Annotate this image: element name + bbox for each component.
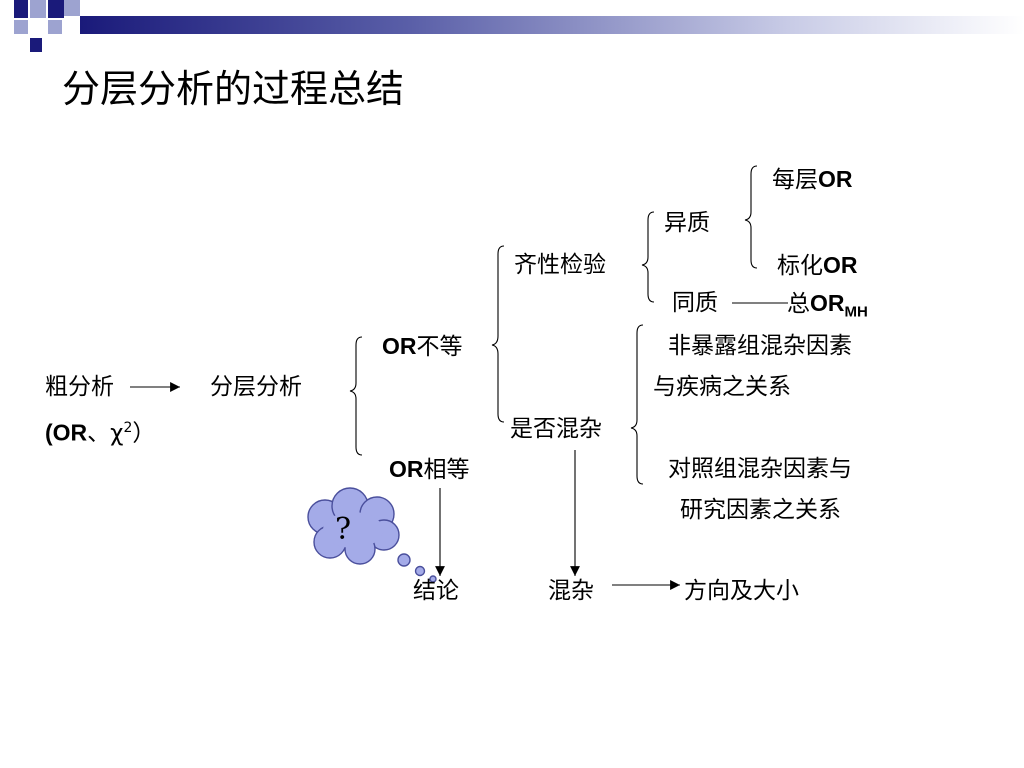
header-gradient-bar	[80, 16, 1024, 34]
thought-bubble-medium	[414, 565, 426, 577]
thought-cloud	[307, 487, 437, 583]
standardized-or-label: 标化OR	[777, 252, 858, 279]
stratified-analysis-label: 分层分析	[210, 374, 302, 400]
corner-square-light-4	[48, 20, 62, 34]
corner-square-dark-3	[30, 38, 42, 52]
confounding-label: 混杂	[548, 578, 594, 604]
each-stratum-or-label: 每层OR	[772, 166, 853, 193]
total-or-mh-label: 总ORMH	[787, 290, 868, 321]
conclusion-label: 结论	[413, 578, 459, 604]
homogeneity-test-label: 齐性检验	[514, 252, 606, 278]
corner-square-light-2	[64, 0, 80, 16]
confounding-check-label: 是否混杂	[510, 416, 602, 442]
or-unequal-label: OR不等	[382, 333, 463, 360]
unexposed-relation-line1: 非暴露组混杂因素	[668, 333, 852, 359]
unexposed-relation-line2: 与疾病之关系	[653, 374, 791, 400]
brace-or-unequal	[491, 245, 505, 423]
corner-square-dark-1	[14, 0, 28, 18]
slide-title: 分层分析的过程总结	[62, 67, 405, 111]
corner-square-light-1	[30, 0, 46, 18]
brace-heterogeneous	[744, 165, 758, 269]
thought-bubble-large	[397, 553, 411, 567]
crude-analysis-label: 粗分析	[45, 374, 114, 400]
thought-bubble-small	[429, 575, 437, 583]
direction-size-label: 方向及大小	[684, 578, 799, 604]
brace-homogeneity	[641, 211, 655, 303]
or-equal-label: OR相等	[389, 456, 470, 483]
question-mark-icon: ?	[334, 512, 352, 547]
corner-square-light-3	[14, 20, 28, 34]
crude-analysis-measures: (OR、χ2）	[45, 419, 156, 447]
control-relation-line1: 对照组混杂因素与	[668, 456, 852, 482]
brace-stratified	[349, 336, 363, 456]
brace-confounding-check	[630, 324, 644, 485]
control-relation-line2: 研究因素之关系	[680, 497, 841, 523]
homogeneous-label: 同质	[672, 290, 718, 316]
heterogeneous-label: 异质	[664, 210, 710, 236]
corner-square-dark-2	[48, 0, 64, 18]
